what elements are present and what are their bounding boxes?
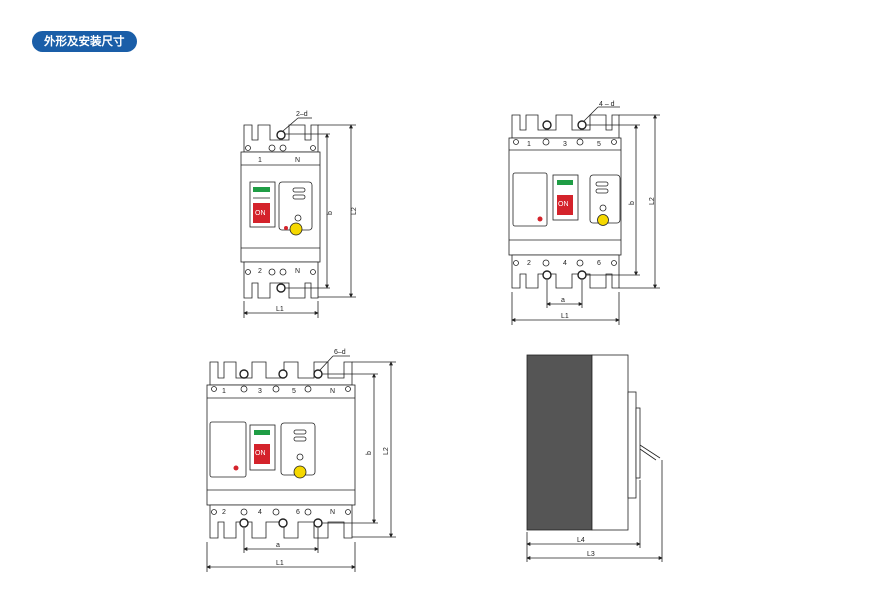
hole-label: 6–d [334, 349, 346, 356]
terminal-label-top: 1 [222, 388, 226, 395]
dim-label-a: a [276, 542, 280, 549]
terminal-label-top: 5 [597, 141, 601, 148]
dim-label-b: b [327, 211, 334, 215]
dim-label-l3: L3 [587, 551, 595, 558]
terminal-label-bottom: 4 [258, 509, 262, 516]
terminal-label-bottom: 2 [258, 268, 262, 275]
breaker-2p [240, 117, 356, 318]
terminal-label-top: 3 [258, 388, 262, 395]
terminal-label-top: 1 [258, 157, 262, 164]
terminal-label-bottom: N [295, 268, 300, 275]
dim-label-l1: L1 [276, 560, 284, 567]
breaker-3p [508, 106, 660, 325]
dim-label-b: b [629, 201, 636, 205]
breaker-4p [206, 355, 396, 572]
hole-label: 2–d [296, 111, 308, 118]
dim-label-l2: L2 [649, 197, 656, 205]
terminal-label-bottom: 6 [296, 509, 300, 516]
switch-on-label: ON [255, 450, 266, 457]
terminal-label-bottom: 4 [563, 260, 567, 267]
dim-label-l4: L4 [577, 537, 585, 544]
terminal-label-top: 1 [527, 141, 531, 148]
switch-on-label: ON [558, 201, 569, 208]
terminal-label-top: 3 [563, 141, 567, 148]
terminal-label-top: N [295, 157, 300, 164]
terminal-label-bottom: 2 [527, 260, 531, 267]
terminal-label-bottom: 6 [597, 260, 601, 267]
section-title-badge: 外形及安装尺寸 [32, 31, 137, 52]
dim-label-l2: L2 [351, 207, 358, 215]
terminal-label-bottom: N [330, 509, 335, 516]
dim-label-l1: L1 [561, 313, 569, 320]
terminal-label-top: 5 [292, 388, 296, 395]
switch-on-label: ON [255, 210, 266, 217]
hole-label: 4 – d [599, 101, 615, 108]
side-view [526, 354, 663, 562]
dim-label-l2: L2 [383, 447, 390, 455]
dim-label-l1: L1 [276, 306, 284, 313]
dim-label-a: a [561, 297, 565, 304]
terminal-label-bottom: 2 [222, 509, 226, 516]
dim-label-b: b [366, 451, 373, 455]
terminal-label-top: N [330, 388, 335, 395]
